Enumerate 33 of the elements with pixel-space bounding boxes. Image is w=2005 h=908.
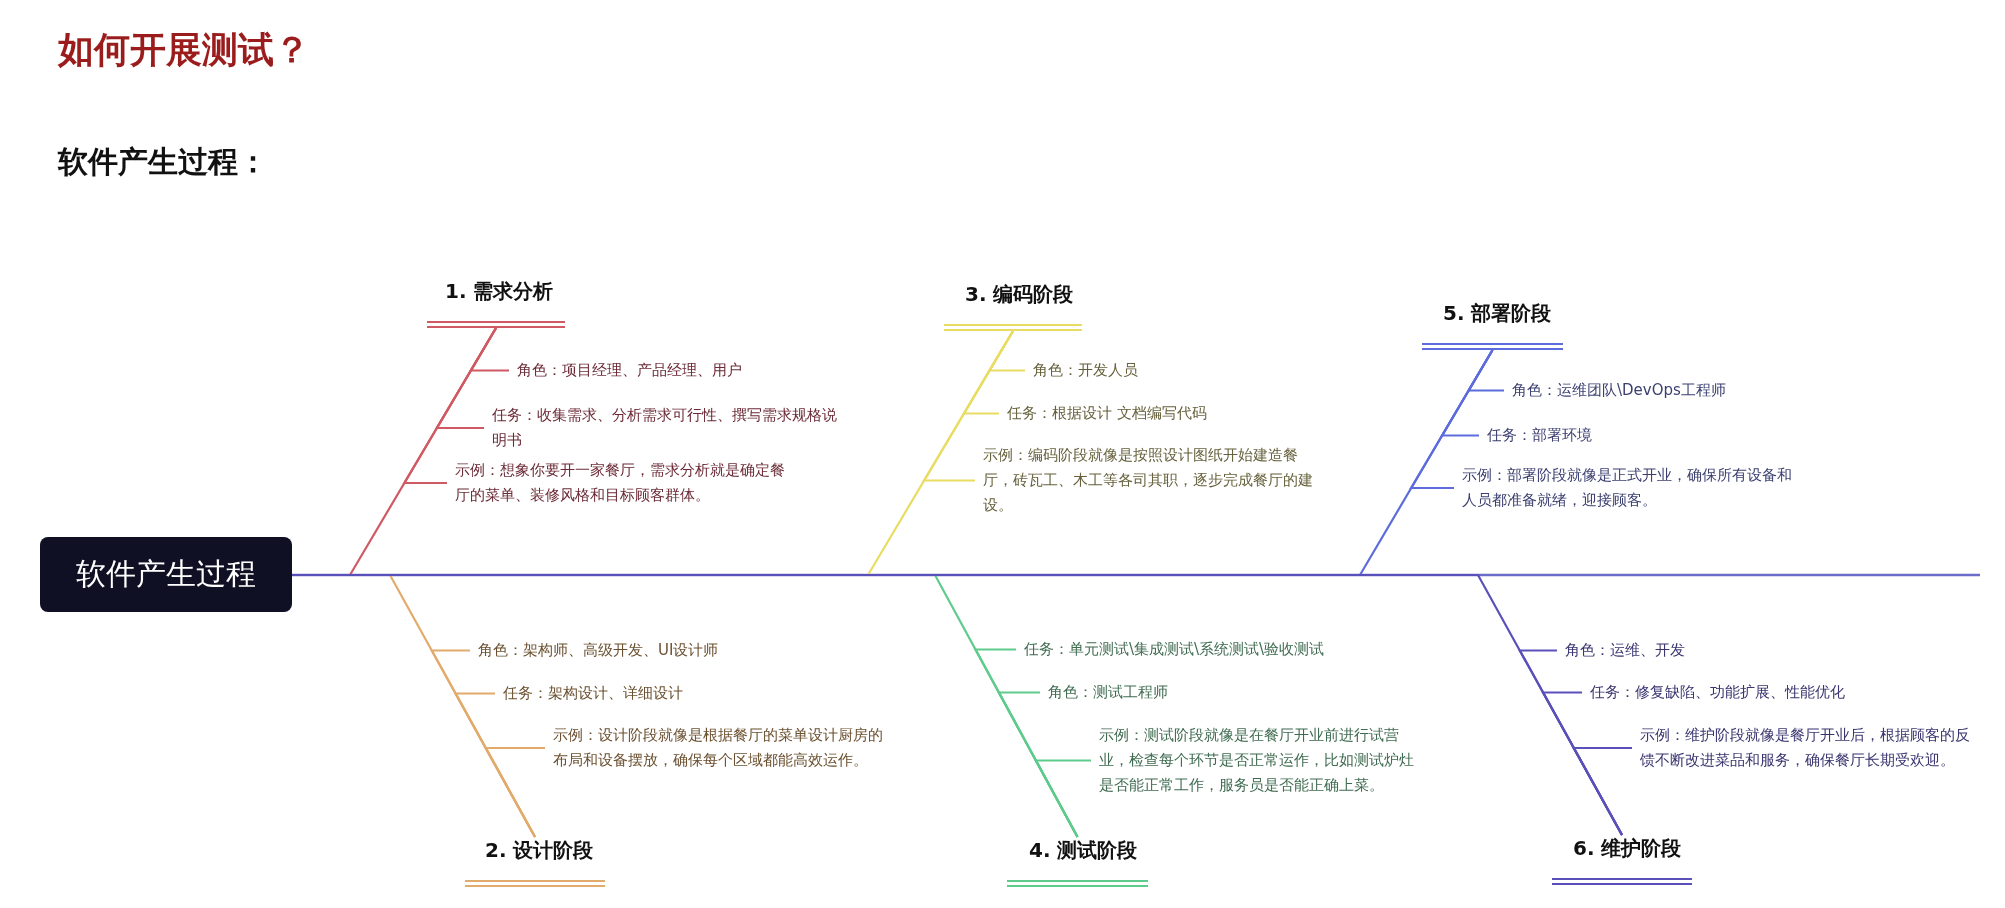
branch-line <box>1571 746 1632 836</box>
branch-text: 任务：单元测试\集成测试\系统测试\验收测试 <box>1024 637 1424 662</box>
branch-line <box>483 746 545 838</box>
branch-text: 任务：收集需求、分析需求可行性、撰写需求规格说明书 <box>492 403 837 453</box>
branch-line <box>402 327 497 485</box>
root-box: 软件产生过程 <box>40 537 292 612</box>
branch-line <box>1034 759 1091 838</box>
branch-text: 角色：运维团队\DevOps工程师 <box>1512 378 1842 403</box>
stage-heading: 3. 编码阶段 <box>944 281 1082 331</box>
stage-heading: 5. 部署阶段 <box>1422 300 1563 350</box>
branch-text: 示例：部署阶段就像是正式开业，确保所有设备和人员都准备就绪，迎接顾客。 <box>1462 463 1792 513</box>
branch-text: 示例：维护阶段就像是餐厅开业后，根据顾客的反馈不断改进菜品和服务，确保餐厅长期受欢迎。 <box>1640 723 1970 773</box>
branch-text: 角色：运维、开发 <box>1565 638 1865 663</box>
branch-text: 示例：设计阶段就像是根据餐厅的菜单设计厨房的布局和设备摆放，确保每个区域都能高效运作。 <box>553 723 883 773</box>
stage-heading: 2. 设计阶段 <box>465 837 605 887</box>
stage-heading: 4. 测试阶段 <box>1007 837 1148 887</box>
branch-text: 示例：编码阶段就像是按照设计图纸开始建造餐厅，砖瓦工、木工等各司其职，逐步完成餐厅的建设。 <box>983 443 1313 518</box>
branch-text: 任务：修复缺陷、功能扩展、性能优化 <box>1590 680 1920 705</box>
branch-text: 任务：根据设计 文档编写代码 <box>1007 401 1337 426</box>
branch-text: 角色：开发人员 <box>1033 358 1333 383</box>
branch-text: 任务：架构设计、详细设计 <box>503 681 833 706</box>
branch-text: 任务：部署环境 <box>1487 423 1787 448</box>
stage-heading: 6. 维护阶段 <box>1552 835 1692 885</box>
section-heading: 软件产生过程： <box>58 143 268 181</box>
stage-heading: 1. 需求分析 <box>427 278 565 328</box>
branch-text: 角色：架构师、高级开发、UI设计师 <box>478 638 808 663</box>
page-title: 如何开展测试？ <box>58 28 310 72</box>
branch-line <box>922 330 1014 482</box>
branch-text: 示例：想象你要开一家餐厅，需求分析就是确定餐厅的菜单、装修风格和目标顾客群体。 <box>455 458 785 508</box>
branch-text: 角色：项目经理、产品经理、用户 <box>517 358 877 383</box>
branch-line <box>1409 349 1494 490</box>
branch-text: 角色：测试工程师 <box>1048 680 1348 705</box>
branch-text: 示例：测试阶段就像是在餐厅开业前进行试营业，检查每个环节是否正常运作，比如测试炉灶是否能正常工作，服务员是否能正确上菜。 <box>1099 723 1414 798</box>
